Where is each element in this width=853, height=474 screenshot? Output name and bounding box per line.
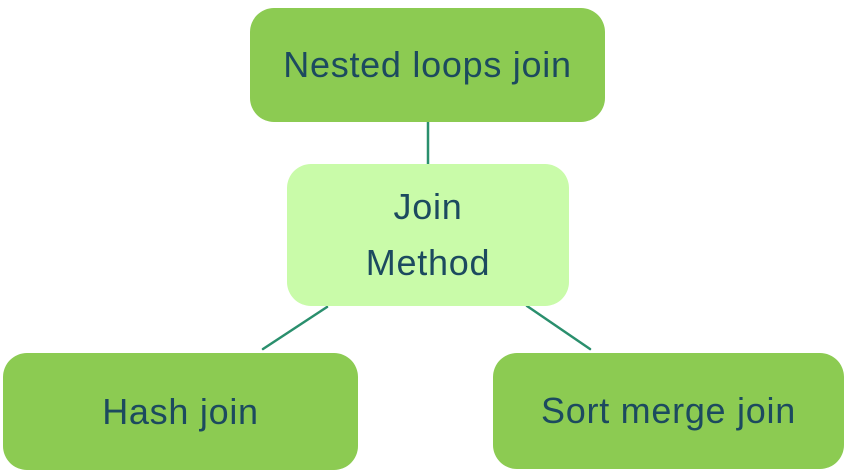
node-sort-merge-join: Sort merge join [493,353,844,469]
node-join-method: Join Method [287,164,569,306]
connector-root-to-bottom-left [261,305,329,351]
node-hash-join-label: Hash join [102,390,259,432]
node-join-method-label-line1: Join [393,186,463,228]
node-nested-loops-join-label: Nested loops join [283,44,572,86]
node-nested-loops-join: Nested loops join [250,8,605,122]
node-sort-merge-join-label: Sort merge join [541,390,796,432]
connector-root-to-bottom-right [525,304,592,351]
node-hash-join: Hash join [3,353,358,470]
node-join-method-label-line2: Method [365,242,491,283]
